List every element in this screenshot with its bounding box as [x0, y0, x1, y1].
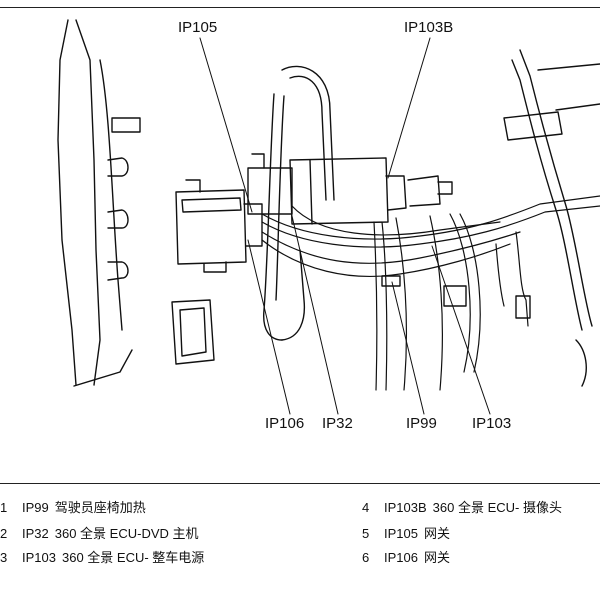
legend-description: 驾驶员座椅加热	[54, 500, 146, 515]
legend-description: 网关	[423, 550, 450, 565]
harness-diagram	[57, 19, 600, 415]
legend-number: 1	[0, 500, 8, 515]
legend-item: 4 IP103B 360 全景 ECU- 摄像头	[362, 500, 562, 516]
callout-ip106: IP106	[265, 415, 305, 432]
top-divider	[0, 7, 600, 8]
legend-code: IP106	[384, 550, 418, 565]
harness-connectors	[381, 275, 531, 319]
connector-ecu	[289, 157, 453, 225]
legend-item: 6 IP106 网关	[362, 550, 450, 566]
legend-item: 3 IP103 360 全景 ECU- 整车电源	[0, 550, 204, 566]
legend-description: 网关	[423, 526, 450, 541]
legend-code: IP103	[22, 550, 56, 565]
leader-lines	[199, 37, 491, 415]
legend-number: 5	[362, 526, 370, 541]
legend-divider	[0, 483, 600, 484]
callout-ip103: IP103	[472, 415, 512, 432]
legend-number: 3	[0, 550, 8, 565]
seat-frame	[263, 65, 335, 341]
connector-left	[175, 179, 263, 273]
legend-description: 360 全景 ECU- 摄像头	[432, 500, 562, 515]
legend-item: 2 IP32 360 全景 ECU-DVD 主机	[0, 526, 199, 542]
callout-ip99: IP99	[406, 415, 437, 432]
legend-number: 2	[0, 526, 8, 541]
legend-item: 1 IP99 驾驶员座椅加热	[0, 500, 146, 516]
legend-code: IP103B	[384, 500, 427, 515]
right-frame	[503, 49, 600, 387]
callout-ip32: IP32	[322, 415, 353, 432]
legend-code: IP32	[22, 526, 49, 541]
legend-number: 4	[362, 500, 370, 515]
legend-number: 6	[362, 550, 370, 565]
callout-ip103b: IP103B	[404, 19, 454, 36]
mount-bracket	[171, 299, 215, 365]
legend-description: 360 全景 ECU-DVD 主机	[54, 526, 199, 541]
legend-code: IP105	[384, 526, 418, 541]
legend-code: IP99	[22, 500, 49, 515]
wire-bundle	[261, 195, 600, 391]
legend-item: 5 IP105 网关	[362, 526, 450, 542]
seat-side-panel	[57, 19, 141, 387]
callout-ip105: IP105	[178, 19, 218, 36]
legend-description: 360 全景 ECU- 整车电源	[61, 550, 205, 565]
